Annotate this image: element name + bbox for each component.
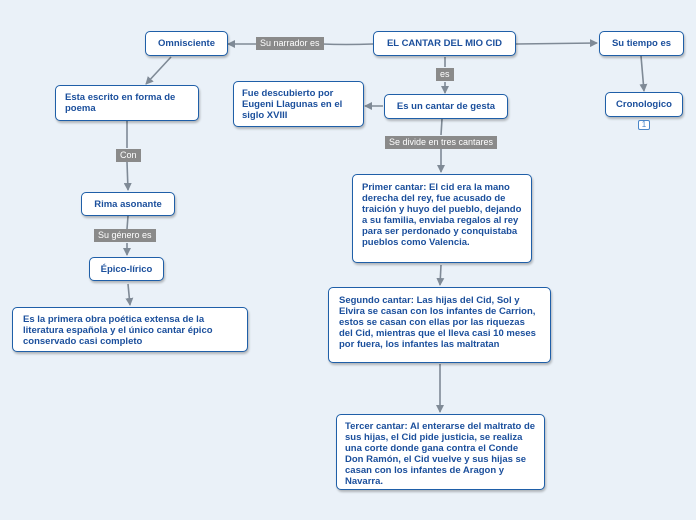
node-title[interactable]: EL CANTAR DEL MIO CID (373, 31, 516, 56)
node-rhyme-text: Rima asonante (94, 198, 162, 210)
link-epic-song-divided (440, 118, 443, 136)
link-first-second (436, 264, 445, 286)
node-time[interactable]: Su tiempo es (599, 31, 684, 56)
link-title-omniscient (321, 43, 374, 46)
node-discovered[interactable]: Fue descubierto por Eugeni Llagunas en e… (233, 81, 364, 127)
label-genre: Su género es (94, 229, 156, 242)
node-chronological-text: Cronologico (616, 99, 672, 110)
link-rhyme-genre (126, 215, 129, 230)
node-rhyme[interactable]: Rima asonante (81, 192, 175, 216)
node-time-text: Su tiempo es (611, 38, 672, 49)
link-time-chronological (639, 55, 648, 92)
node-epic-lyric-text: Épico-lírico (100, 263, 153, 275)
link-with-rhyme (123, 161, 132, 191)
node-epic-song-text: Es un cantar de gesta (396, 101, 496, 112)
node-poem-form-text: Esta escrito en forma de poema (65, 92, 176, 114)
node-second-canto-text: Segundo cantar: Las hijas del Cid, Sol y… (339, 295, 536, 350)
node-poem-form[interactable]: Esta escrito en forma de poema (55, 85, 199, 121)
label-divided: Se divide en tres cantares (385, 136, 498, 149)
node-chronological[interactable]: Cronologico (605, 92, 683, 117)
label-with: Con (116, 149, 141, 162)
node-third-canto[interactable]: Tercer cantar: Al enterarse del maltrato… (336, 414, 545, 490)
node-first-work-text: Es la primera obra poética extensa de la… (23, 314, 213, 347)
label-is: es (436, 68, 454, 81)
link-omniscient-poem (145, 56, 172, 85)
label-narrator: Su narrador es (256, 37, 324, 50)
node-first-canto-text: Primer cantar: El cid era la mano derech… (362, 182, 522, 248)
attachment-count-badge[interactable]: 1 (638, 120, 650, 130)
link-epic-lyric-first-work (125, 283, 134, 306)
node-discovered-text: Fue descubierto por Eugeni Llagunas en e… (242, 88, 343, 121)
node-third-canto-text: Tercer cantar: Al enterarse del maltrato… (345, 421, 536, 487)
node-title-text: EL CANTAR DEL MIO CID (386, 38, 503, 49)
node-omniscient-text: Omnisciente (157, 38, 216, 49)
node-epic-lyric[interactable]: Épico-lírico (89, 257, 164, 281)
node-epic-song[interactable]: Es un cantar de gesta (384, 94, 508, 119)
node-first-work[interactable]: Es la primera obra poética extensa de la… (12, 307, 248, 352)
node-omniscient[interactable]: Omnisciente (145, 31, 228, 56)
node-first-canto[interactable]: Primer cantar: El cid era la mano derech… (352, 174, 532, 263)
node-second-canto[interactable]: Segundo cantar: Las hijas del Cid, Sol y… (328, 287, 551, 363)
link-title-time (515, 39, 598, 48)
